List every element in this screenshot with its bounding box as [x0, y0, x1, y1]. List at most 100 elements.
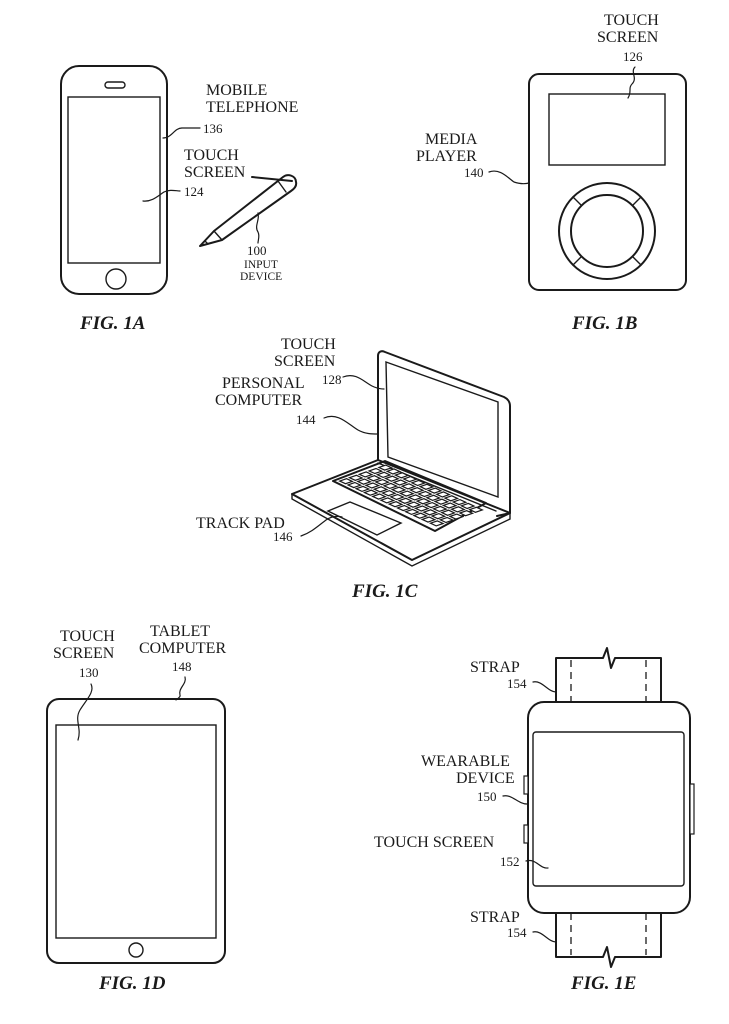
laptop-key	[405, 501, 422, 508]
label-touch-screen-1b-line2: SCREEN	[597, 29, 659, 46]
caption-fig-1c: FIG. 1C	[351, 581, 418, 602]
wearable-side-button-lower-left	[523, 824, 529, 844]
laptop-key	[367, 467, 384, 475]
ref-140: 140	[464, 165, 484, 180]
laptop-key	[399, 490, 415, 497]
ref-126: 126	[623, 49, 643, 64]
laptop-track-pad	[326, 501, 403, 536]
fig-1c: TOUCH SCREEN 128 PERSONAL COMPUTER 144 T…	[196, 336, 511, 602]
leader-140	[488, 170, 530, 185]
label-media-player-line2: PLAYER	[416, 148, 477, 165]
tablet-home-button	[128, 942, 144, 958]
mobile-telephone-touch-screen	[67, 96, 161, 264]
wearable-crown	[689, 783, 695, 835]
strap-bottom	[555, 912, 662, 968]
ref-150: 150	[477, 789, 497, 804]
laptop-key	[410, 479, 427, 487]
mobile-telephone-home-button	[105, 268, 127, 290]
label-touch-screen-1e: TOUCH SCREEN	[374, 834, 495, 851]
caption-fig-1a: FIG. 1A	[79, 313, 145, 334]
media-player-touch-screen	[548, 93, 666, 166]
laptop-key	[364, 482, 381, 489]
laptop-key	[418, 483, 435, 490]
laptop-key	[377, 464, 394, 471]
laptop-key	[415, 498, 432, 505]
label-personal-computer-line2: COMPUTER	[215, 392, 302, 409]
leader-146	[300, 515, 343, 537]
laptop-key	[354, 485, 371, 493]
leader-128	[342, 375, 385, 390]
laptop-key	[451, 498, 468, 506]
laptop-key	[430, 512, 447, 520]
input-device-stylus	[199, 174, 298, 247]
ref-136: 136	[203, 121, 223, 136]
label-touch-screen-1d-line1: TOUCH	[60, 628, 115, 645]
caption-fig-1e: FIG. 1E	[570, 973, 636, 994]
label-track-pad: TRACK PAD	[196, 515, 285, 532]
leader-152	[525, 859, 549, 869]
ref-130: 130	[79, 665, 99, 680]
wearable-device-body	[527, 701, 691, 914]
mobile-telephone-body	[60, 65, 168, 295]
wearable-touch-screen	[532, 731, 685, 887]
laptop-key	[346, 481, 363, 489]
laptop-key	[362, 489, 379, 496]
laptop-key	[372, 486, 389, 493]
laptop-key	[374, 478, 391, 486]
laptop-key	[423, 501, 440, 509]
label-touch-screen-1c-line1: TOUCH	[281, 336, 336, 353]
laptop-key	[428, 520, 445, 527]
leader-144	[323, 415, 379, 435]
fig-1a: MOBILE TELEPHONE 136 TOUCH SCREEN 124 10…	[60, 65, 298, 334]
laptop-key	[389, 493, 406, 501]
laptop-key	[420, 516, 437, 523]
laptop-key	[440, 509, 456, 516]
laptop-keys	[338, 464, 484, 527]
laptop-key	[371, 493, 387, 500]
media-player-body	[528, 73, 687, 291]
laptop-key	[390, 486, 407, 493]
laptop-key	[338, 478, 354, 485]
label-strap-bottom: STRAP	[470, 909, 520, 926]
leader-136	[162, 127, 201, 139]
leader-100	[255, 212, 260, 244]
label-input-device-line1: INPUT	[244, 259, 278, 271]
laptop-key	[393, 472, 410, 479]
caption-fig-1d: FIG. 1D	[98, 973, 166, 994]
label-wearable-device-line2: DEVICE	[456, 770, 515, 787]
label-touch-screen-1a-line2: SCREEN	[184, 164, 246, 181]
ref-100: 100	[247, 243, 267, 258]
laptop-key	[366, 475, 382, 482]
label-personal-computer-line1: PERSONAL	[222, 375, 305, 392]
ref-152: 152	[500, 854, 520, 869]
laptop-key	[395, 504, 412, 512]
laptop-key	[448, 513, 465, 520]
laptop-key	[375, 471, 392, 479]
ref-146: 146	[273, 529, 293, 544]
laptop-keyboard	[332, 460, 487, 532]
laptop-key	[416, 490, 433, 498]
laptop-key	[425, 494, 442, 502]
fig-1b: TOUCH SCREEN 126 MEDIA PLAYER 140 FIG. 1…	[416, 12, 687, 334]
laptop-key	[408, 487, 425, 494]
tablet-body	[46, 698, 226, 964]
leader-154-top	[532, 681, 557, 693]
wearable-side-button-upper-left	[523, 775, 529, 795]
ref-144: 144	[296, 412, 316, 427]
laptop-key	[380, 489, 397, 497]
leader-126	[627, 66, 636, 99]
ref-148: 148	[172, 659, 192, 674]
label-strap-top: STRAP	[470, 659, 520, 676]
laptop-key	[397, 497, 414, 504]
laptop-key	[422, 509, 439, 516]
label-media-player-line1: MEDIA	[425, 131, 478, 148]
laptop-key	[426, 487, 443, 494]
laptop-key	[433, 498, 450, 505]
laptop-key	[383, 475, 400, 482]
label-input-device-line2: DEVICE	[240, 271, 282, 283]
label-tablet-computer-line2: COMPUTER	[139, 640, 226, 657]
label-touch-screen-1b-line1: TOUCH	[604, 12, 659, 29]
laptop-key	[402, 475, 418, 483]
leader-148	[175, 676, 186, 701]
ref-154-bottom: 154	[507, 925, 527, 940]
